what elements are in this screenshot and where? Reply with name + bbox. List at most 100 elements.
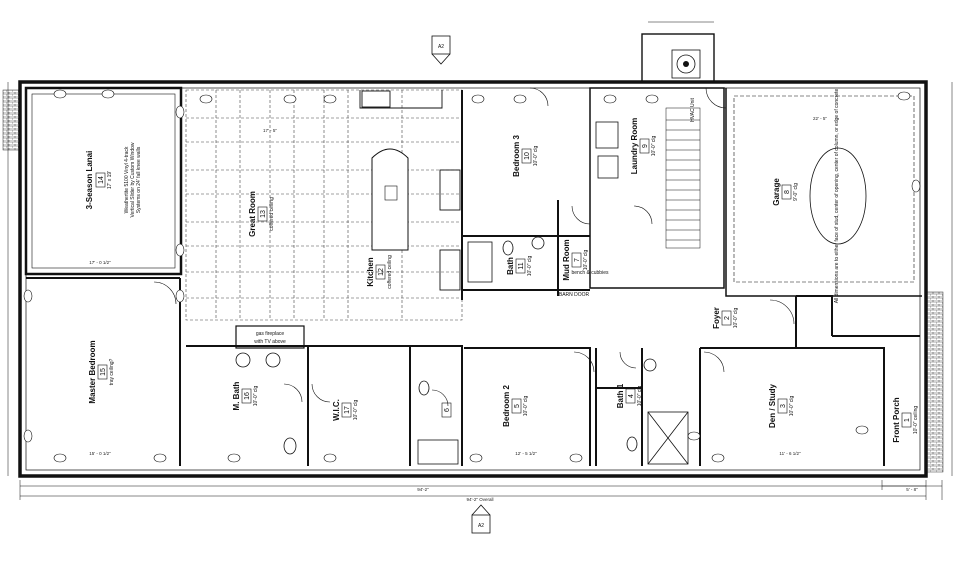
total-dimension: 94'-2" Overall <box>467 497 494 502</box>
dimension-lines <box>7 82 953 500</box>
dim-master: 15' - 0 1/2" <box>89 451 111 456</box>
hvac-note: HVAC Unit <box>690 97 696 121</box>
room-number: 13 <box>260 210 267 218</box>
room-size: 10'-0" clg <box>583 250 589 271</box>
room-wic[interactable]: W.I.C. 17 10'-0" clg <box>332 399 359 421</box>
room-size: 10'-0" clg <box>651 136 657 157</box>
hvac-unit <box>641 21 715 83</box>
garage-walls <box>589 87 922 297</box>
window-tags <box>23 89 921 463</box>
room-size: coffered ceiling <box>269 197 275 231</box>
room-number: 6 <box>444 408 451 412</box>
room-master-bedroom[interactable]: Master Bedroom 15 tray ceiling? <box>88 340 115 403</box>
lanai-note-text-2: Vertical Slider by Custom Window <box>130 142 136 217</box>
room-name: Laundry Room <box>630 118 639 174</box>
gas-fireplace[interactable]: gas fireplace with TV above <box>235 325 305 349</box>
room-bath1[interactable]: Bath 1 4 10'-0" clg <box>616 383 643 408</box>
room-foyer[interactable]: Foyer 2 10'-0" clg <box>712 307 739 329</box>
garage-note: All dimensions are to either face of stu… <box>809 89 867 304</box>
room-number: 2 <box>724 316 731 320</box>
room-number: 12 <box>378 268 385 276</box>
room-size: 10'-0" clg <box>253 386 259 407</box>
lanai-note: Weathertite 5100 Vinyl 4-track Vertical … <box>124 142 142 217</box>
room-kitchen[interactable]: Kitchen 12 coffered ceiling <box>366 255 393 289</box>
room-name: Bath 1 <box>616 383 625 408</box>
room-bath11[interactable]: Bath 11 10'-0" clg <box>506 256 533 277</box>
room-name: Foyer <box>712 307 721 329</box>
fireplace-label-1: gas fireplace <box>256 331 285 337</box>
barn-door-note: BARN DOOR <box>559 292 590 298</box>
room-number: 17 <box>344 406 351 414</box>
doors[interactable] <box>153 87 795 407</box>
room-garage[interactable]: Garage 8 9'-0" clg <box>772 178 799 206</box>
dim-garage: 22' - 5" <box>813 116 827 121</box>
dim-lanai: 17' - 0 1/2" <box>89 260 111 265</box>
room-laundry[interactable]: Laundry Room 9 10'-0" clg <box>630 118 657 174</box>
room-size: 10'-0" clg <box>527 256 533 277</box>
room-size: coffered ceiling <box>387 255 393 289</box>
room-size: 10'-0" clg <box>733 308 739 329</box>
room-number: 3 <box>780 404 787 408</box>
room-number: 1 <box>904 418 911 422</box>
room-name: Master Bedroom <box>88 340 97 403</box>
kitchen-counter <box>359 90 461 291</box>
room-name: M. Bath <box>232 381 241 410</box>
room-number: 10 <box>524 152 531 160</box>
dim-den: 11' - 6 1/2" <box>779 451 801 456</box>
room-name: Garage <box>772 178 781 206</box>
room-name: Bath <box>506 257 515 275</box>
room-season-lanai[interactable]: 3-Season Lanai 14 17' x 19' <box>85 151 113 210</box>
room-name: Great Room <box>248 191 257 237</box>
garage-note-text: All dimensions are to either face of stu… <box>834 89 840 304</box>
coffered-ceiling-grid <box>185 89 463 321</box>
room-name: Den / Study <box>768 383 777 428</box>
room-number: 14 <box>98 176 105 184</box>
room-name: W.I.C. <box>332 399 341 421</box>
room-number: 11 <box>518 262 525 269</box>
room-name: Bedroom 3 <box>512 135 521 177</box>
room-number: 5 <box>514 404 521 408</box>
room-size: 10'-0" clg <box>353 400 359 421</box>
room-number: 4 <box>628 394 635 398</box>
room-m-bath[interactable]: M. Bath 16 10'-0" clg <box>232 381 259 410</box>
room-name: Front Porch <box>892 397 901 442</box>
room-number: 9 <box>642 144 649 148</box>
overall-dimension: 94'-2" <box>417 487 429 492</box>
room-number: 7 <box>574 258 581 262</box>
dim-porch: 5' - 8" <box>906 487 918 492</box>
room-size: 10'-0" clg <box>523 396 529 417</box>
garage-slab <box>733 95 915 283</box>
room-front-porch[interactable]: Front Porch 1 10'-0" ceiling <box>892 397 919 442</box>
room-great-room[interactable]: Great Room 13 coffered ceiling <box>248 191 275 237</box>
plumbing-fixtures <box>235 121 689 465</box>
room-small-bath6[interactable]: 6 <box>441 402 452 418</box>
room-size: 10'-0" clg <box>637 386 643 407</box>
section-marker-label-bottom: A2 <box>478 523 484 529</box>
section-marker-top[interactable]: A2 <box>431 35 451 65</box>
room-size: tray ceiling? <box>109 358 115 385</box>
fireplace-label-2: with TV above <box>254 339 286 345</box>
section-marker-label: A2 <box>438 44 444 50</box>
room-size: 10'-0" ceiling <box>913 406 919 435</box>
room-den[interactable]: Den / Study 3 10'-0" clg <box>768 383 795 428</box>
room-size: 9'-0" clg <box>793 183 799 201</box>
dim-bed2: 12' - 5 1/2" <box>515 451 537 456</box>
room-size: 10'-0" clg <box>533 146 539 167</box>
room-name: Kitchen <box>366 257 375 286</box>
room-name: Mud Room <box>562 239 571 280</box>
bench-note: bench & cubbies <box>572 270 609 276</box>
room-name: 3-Season Lanai <box>85 151 94 210</box>
room-size: 10'-0" clg <box>789 396 795 417</box>
room-bedroom2[interactable]: Bedroom 2 5 10'-0" clg <box>502 385 529 427</box>
section-marker-bottom[interactable]: A2 <box>471 504 491 534</box>
lanai-note-text-3: Systems on 24' fall knee walls <box>136 146 142 213</box>
room-mud-room[interactable]: Mud Room 7 10'-0" clg <box>562 239 589 280</box>
room-number: 16 <box>244 392 251 400</box>
interior-walls <box>26 90 920 466</box>
room-number: 8 <box>784 190 791 194</box>
room-number: 15 <box>100 368 107 376</box>
stairs <box>665 107 701 249</box>
kitchen-island[interactable] <box>371 148 409 251</box>
room-bedroom3[interactable]: Bedroom 3 10 10'-0" clg <box>512 135 539 177</box>
